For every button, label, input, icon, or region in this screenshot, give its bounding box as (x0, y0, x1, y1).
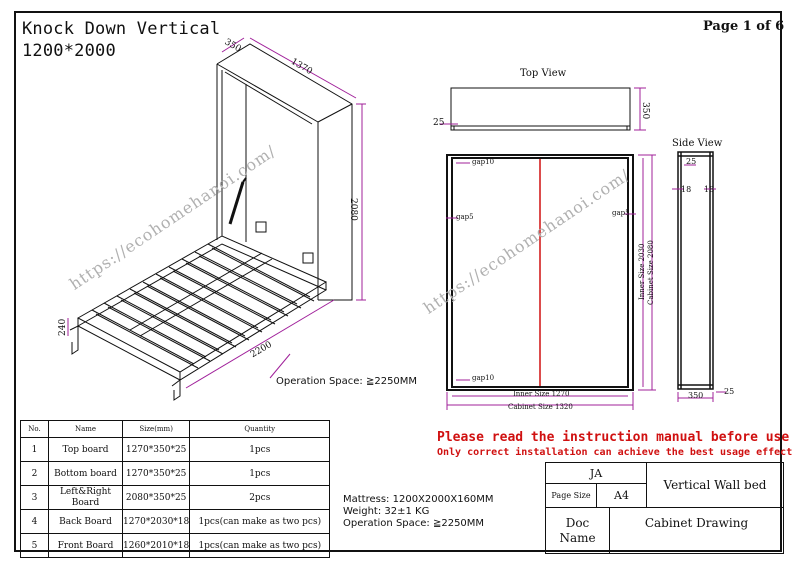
row-size: 1260*2010*18 (121, 533, 191, 558)
row-qty: 1pcs(can make as two pcs) (189, 509, 331, 534)
parts-table-header: No. Name Size(mm) Quantity (20, 420, 331, 438)
front-gap-bottom: gap10 (472, 374, 495, 382)
row-qty: 2pcs (189, 485, 331, 510)
row-qty: 1pcs (189, 437, 331, 462)
title-block-page-size: A4 (596, 483, 647, 508)
row-name: Back Board (48, 509, 123, 534)
header-no: No. (20, 420, 49, 438)
iso-operation-space: Operation Space: ≧2250MM (276, 376, 418, 387)
side-view-title: Side View (672, 138, 723, 149)
row-name: Left&Right Board (48, 485, 123, 510)
front-gap-top: gap10 (472, 158, 495, 166)
specifications: Mattress: 1200X2000X160MM Weight: 32±1 K… (343, 494, 494, 530)
top-view-depth-dim: 350 (640, 102, 650, 120)
row-size: 2080*350*25 (121, 485, 191, 510)
drawing-frame (14, 11, 782, 552)
front-cabinet-height: Cabinet Size 2080 (647, 240, 655, 305)
title-block-doc-name-label: Doc Name (545, 507, 610, 554)
top-view-drawing (450, 87, 631, 131)
warning-line-2: Only correct installation can achieve th… (437, 447, 793, 458)
row-no: 2 (20, 461, 49, 486)
title-block-page-size-label: Page Size (545, 483, 597, 508)
side-view-left-dim: 18 (681, 185, 692, 194)
page-number: Page 1 of 6 (703, 19, 785, 34)
title-line-1: Knock Down Vertical (22, 19, 221, 39)
row-name: Bottom board (48, 461, 123, 486)
title-block-product: Vertical Wall bed (646, 462, 784, 508)
row-size: 1270*350*25 (121, 461, 191, 486)
front-cabinet-width: Cabinet Size 1320 (508, 403, 573, 411)
side-view-top-dim: 25 (686, 157, 697, 166)
table-row: 5 Front Board 1260*2010*18 1pcs(can make… (20, 533, 331, 558)
front-gap-right: gap5 (612, 209, 630, 217)
isometric-dimension-lines (67, 37, 366, 389)
row-qty: 1pcs(can make as two pcs) (189, 533, 331, 558)
row-name: Top board (48, 437, 123, 462)
spec-operation: Operation Space: ≧2250MM (343, 518, 485, 529)
parts-table: No. Name Size(mm) Quantity 1 Top board 1… (20, 420, 331, 558)
table-row: 1 Top board 1270*350*25 1pcs (20, 437, 331, 462)
title-line-2: 1200*2000 (22, 41, 116, 61)
row-no: 5 (20, 533, 49, 558)
iso-height-label: 2080 (348, 198, 358, 221)
row-size: 1270*350*25 (121, 437, 191, 462)
top-view-title: Top View (520, 68, 567, 79)
spec-weight: Weight: 32±1 KG (343, 506, 430, 517)
table-row: 3 Left&Right Board 2080*350*25 2pcs (20, 485, 331, 510)
spec-mattress: Mattress: 1200X2000X160MM (343, 494, 494, 505)
front-inner-height: Inner Size 2030 (638, 243, 646, 300)
table-row: 4 Back Board 1270*2030*18 1pcs(can make … (20, 509, 331, 534)
row-no: 3 (20, 485, 49, 510)
header-size: Size(mm) (121, 420, 191, 438)
row-qty: 1pcs (189, 461, 331, 486)
title-block: JA Page Size A4 Vertical Wall bed Doc Na… (545, 462, 784, 554)
side-view-drawing (677, 151, 714, 390)
side-view-depth-dim: 350 (688, 391, 704, 400)
header-name: Name (48, 420, 123, 438)
warning-line-1: Please read the instruction manual befor… (437, 430, 790, 445)
title-block-ja: JA (545, 462, 647, 484)
iso-leg-label: 240 (58, 318, 68, 336)
row-size: 1270*2030*18 (121, 509, 191, 534)
row-no: 1 (20, 437, 49, 462)
isometric-bed-view (69, 43, 353, 401)
side-view-bottom-dim: 25 (724, 387, 735, 396)
table-row: 2 Bottom board 1270*350*25 1pcs (20, 461, 331, 486)
top-view-left-dim: 25 (433, 118, 445, 128)
row-name: Front Board (48, 533, 123, 558)
row-no: 4 (20, 509, 49, 534)
side-view-right-dim: 18 (704, 185, 715, 194)
header-quantity: Quantity (189, 420, 331, 438)
front-gap-left: gap5 (456, 213, 474, 221)
drawing-title: Knock Down Vertical 1200*2000 (22, 18, 220, 62)
front-view-drawing (446, 154, 634, 391)
title-block-doc-name: Cabinet Drawing (609, 507, 784, 554)
front-inner-width: Inner Size 1270 (513, 390, 570, 398)
